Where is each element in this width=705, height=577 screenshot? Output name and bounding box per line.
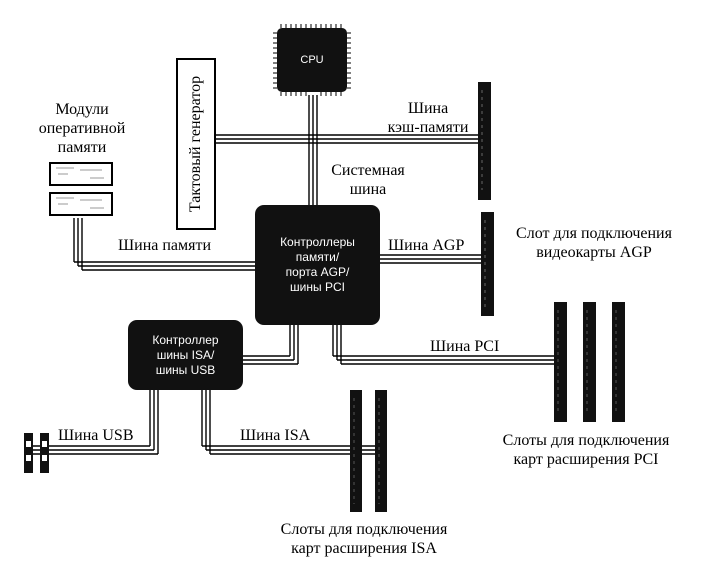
cpu: CPU [277, 28, 347, 92]
clock-generator: Тактовый генератор [176, 58, 216, 230]
cache-bus-label: Шина кэш-памяти [387, 100, 469, 136]
clock-generator-label: Тактовый генератор [187, 75, 204, 213]
cache-memory-slot [478, 82, 491, 200]
isa-slots-label: Слоты для подключения карт расширения IS… [280, 521, 448, 557]
pci-slot-shapes [554, 302, 625, 422]
cpu-chip [277, 28, 347, 92]
north-bridge-line1: Контроллеры [280, 235, 355, 249]
usb-bus-label: Шина USB [58, 427, 134, 444]
agp-bus-lines [380, 254, 481, 264]
pci-bus-label: Шина PCI [430, 338, 500, 355]
cache-bus-lines [216, 134, 478, 144]
south-bridge-line3: шины USB [155, 362, 216, 377]
south-bridge-line2: шины ISA/ [156, 347, 215, 362]
cpu-pins [273, 24, 351, 96]
north-bridge-controller: Контроллеры памяти/ порта AGP/ шины PCI [255, 205, 380, 325]
south-bridge-line1: Контроллер [152, 332, 219, 347]
memory-module-2 [49, 192, 113, 216]
isa-slot-shapes [350, 390, 387, 512]
agp-slot-label: Слот для подключения видеокарты AGP [516, 225, 672, 261]
cpu-label: CPU [300, 53, 324, 66]
north-bridge-line3: порта AGP/ [285, 265, 350, 279]
north-bridge-line4: шины PCI [290, 280, 345, 294]
system-bus-lines [308, 95, 318, 205]
memory-bus-label: Шина памяти [118, 237, 212, 254]
bridge-link-lines [243, 325, 299, 365]
usb-connectors [24, 433, 49, 473]
isa-bus-label: Шина ISA [240, 427, 311, 444]
memory-bus-lines [73, 218, 255, 271]
north-bridge-line2: памяти/ [295, 250, 340, 264]
south-bridge-controller: Контроллер шины ISA/ шины USB [128, 320, 243, 390]
system-bus-label: Системная шина [331, 162, 405, 198]
agp-slot-shape [481, 212, 494, 316]
memory-modules-label: Модули оперативной памяти [38, 101, 126, 156]
pci-slots-label: Слоты для подключения карт расширения PC… [502, 432, 670, 468]
memory-module-1 [49, 162, 113, 186]
pci-bus-lines [332, 325, 554, 365]
agp-bus-label: Шина AGP [388, 237, 465, 254]
